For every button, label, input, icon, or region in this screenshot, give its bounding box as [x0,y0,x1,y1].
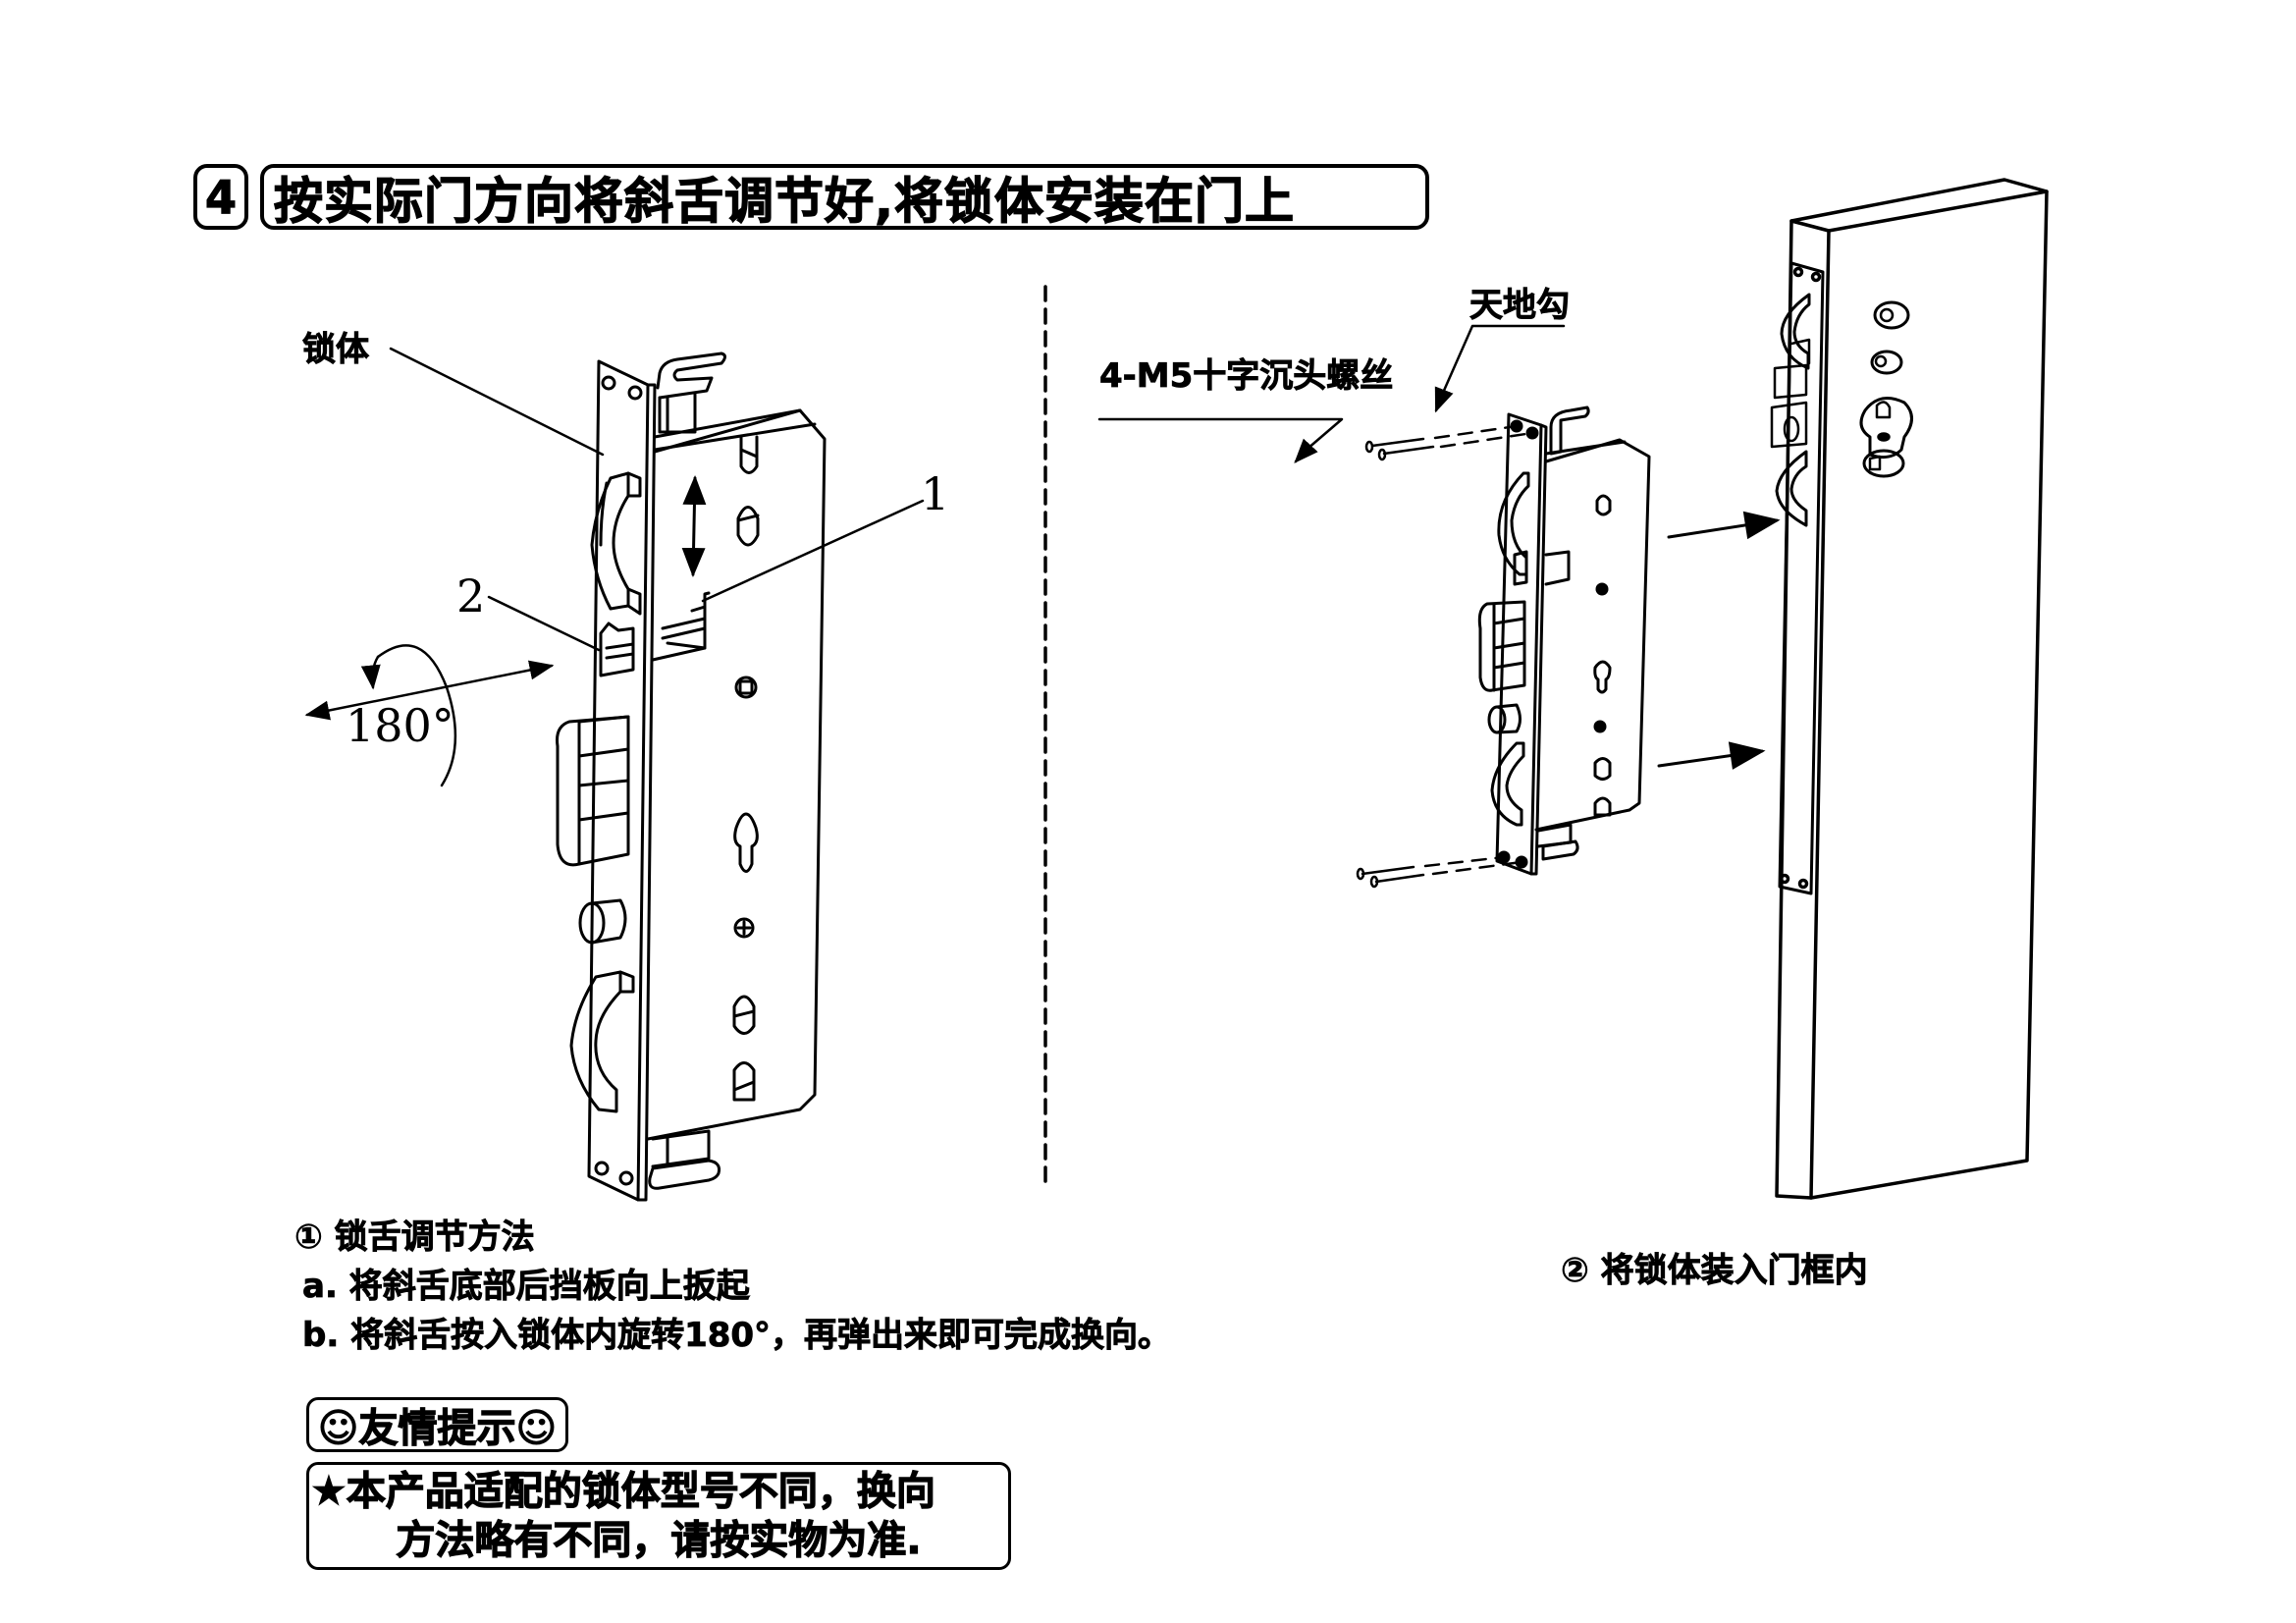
step-number: 4 [204,170,237,224]
door-cylinder-hole [1861,399,1912,458]
rotation-label: 180° [346,699,454,752]
latch-bolt [601,623,633,676]
bottom-rod-hook [653,1131,709,1166]
push-arrow [304,660,555,721]
leader-lock-body [391,349,603,455]
callout-number-1: 1 [921,467,950,520]
callout-screws: 4-M5十字沉头螺丝 [1099,356,1394,397]
left-lock-body-drawing [304,349,923,1200]
instruction-step-a: a. 将斜舌底部后挡板向上扳起 [302,1267,751,1307]
tip-title-badge: ☺友情提示☺ [306,1397,568,1452]
lock-case [648,410,825,1139]
leader-2 [489,597,599,650]
door-frame-drawing [1772,180,2047,1198]
insert-arrow [1669,511,1781,540]
right-lock-body-drawing [1099,326,1781,887]
insert-arrow [1659,741,1766,770]
tip-line-1: ★本产品适配的锁体型号不同，换向 [310,1468,935,1514]
step-title: 按实际门方向将斜舌调节好,将锁体安装在门上 [273,172,1295,230]
lower-hook-bolt [571,972,620,1111]
leader-screws [1099,419,1342,449]
callout-lock-body: 锁体 [302,330,370,370]
top-rod-hook [658,353,725,398]
tip-line-2: 方法略有不同，请按实物为准. [396,1517,922,1563]
leader-1 [703,501,923,601]
screw-icon [1366,426,1532,460]
tip-title: ☺友情提示☺ [317,1405,558,1451]
cylinder-hole [735,814,758,872]
instruction-step-b: b. 将斜舌按入锁体内旋转180°，再弹出来即可完成换向。 [302,1316,1172,1356]
step-number-badge: 4 [193,164,248,230]
screw-icon [1358,857,1522,887]
instructions-heading: ① 锁舌调节方法 [294,1217,535,1258]
right-figure-caption: ② 将锁体装入门框内 [1561,1251,1868,1291]
tip-note-box: ★本产品适配的锁体型号不同，换向 方法略有不同，请按实物为准. [306,1462,1011,1570]
leader-rod-hook [1443,326,1564,393]
callout-number-2: 2 [456,569,486,622]
step-title-banner: 按实际门方向将斜舌调节好,将锁体安装在门上 [260,164,1429,230]
adjustment-instructions: ① 锁舌调节方法 a. 将斜舌底部后挡板向上扳起 b. 将斜舌按入锁体内旋转18… [294,1213,1172,1360]
callout-rod-hook: 天地勾 [1469,286,1571,326]
